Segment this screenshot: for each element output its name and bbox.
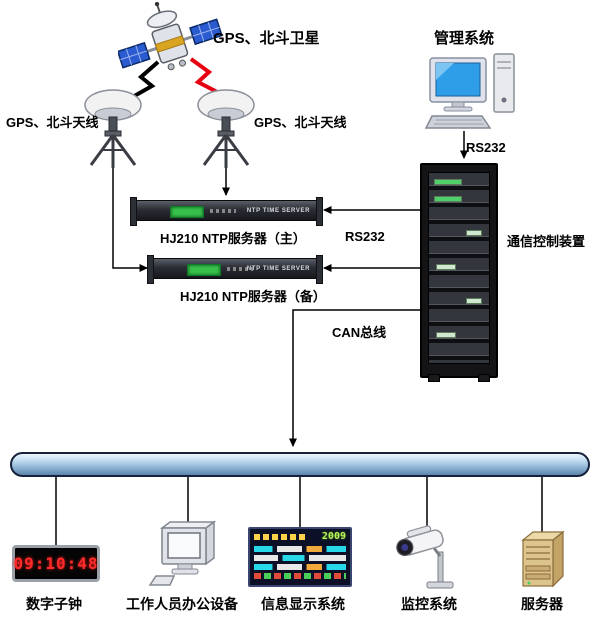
rack-led xyxy=(436,332,456,338)
ntp-buttons xyxy=(227,267,253,271)
antenna-middle-label: GPS、北斗天线 xyxy=(254,115,347,130)
ntp-buttons xyxy=(210,209,236,213)
office-equipment-icon xyxy=(148,520,217,586)
info-display-label: 信息显示系统 xyxy=(261,596,345,612)
line-antenna-ntp-backup xyxy=(112,168,148,272)
ntp-panel-text: NTP TIME SERVER xyxy=(246,266,310,272)
rack-ear xyxy=(316,255,323,284)
signal-bolt-black xyxy=(128,60,160,101)
rack-ear xyxy=(130,197,137,226)
rack-foot xyxy=(478,374,490,382)
monitoring-system-label: 监控系统 xyxy=(401,596,457,612)
info-display-row xyxy=(254,546,346,552)
digital-clock-icon: 09:10:48 xyxy=(12,545,100,582)
can-bus-label: CAN总线 xyxy=(332,325,387,340)
satellite-label: GPS、北斗卫星 xyxy=(213,30,320,47)
ntp-backup-label: HJ210 NTP服务器（备） xyxy=(180,289,326,304)
clock-time: 09:10:48 xyxy=(13,554,99,573)
ntp-lcd-display xyxy=(187,264,221,276)
signal-bolt-red xyxy=(189,57,222,96)
rs232-top-label: RS232 xyxy=(466,140,506,155)
line-rack-canbus xyxy=(289,309,420,447)
can-bus-bar xyxy=(10,452,590,477)
gps-antenna-left-icon xyxy=(84,89,142,168)
cctv-camera-icon xyxy=(396,525,454,589)
ntp-panel-text: NTP TIME SERVER xyxy=(246,208,310,214)
info-display-title-bars xyxy=(254,534,306,540)
info-display-row xyxy=(254,564,346,570)
rack-led xyxy=(436,264,456,270)
rack-foot xyxy=(428,374,440,382)
management-system-label: 管理系统 xyxy=(434,30,495,47)
comm-control-label: 通信控制装置 xyxy=(507,234,586,249)
rack-led xyxy=(434,196,462,202)
rack-ear xyxy=(147,255,154,284)
ntp-lcd-display xyxy=(170,206,204,218)
satellite-icon xyxy=(118,1,222,71)
server-tower-icon xyxy=(521,530,565,588)
office-equipment-label: 工作人员办公设备 xyxy=(126,596,238,612)
gps-antenna-middle-icon xyxy=(197,89,255,168)
ntp-main-label: HJ210 NTP服务器（主） xyxy=(160,231,306,246)
ntp-server-backup: NTP TIME SERVER xyxy=(147,255,323,284)
antenna-left-label: GPS、北斗天线 xyxy=(6,115,99,130)
digital-clock-label: 数字子钟 xyxy=(26,596,82,612)
rack-ear xyxy=(316,197,323,226)
info-display-row xyxy=(254,555,346,561)
info-display-header: 2009 xyxy=(253,531,347,543)
server-label: 服务器 xyxy=(521,596,563,612)
rs232-link-label: RS232 xyxy=(345,229,385,244)
info-display-icon: 2009 xyxy=(248,527,352,587)
rack-led xyxy=(466,230,482,236)
comm-control-rack-icon xyxy=(420,163,498,382)
rack-led xyxy=(466,298,482,304)
management-computer-icon xyxy=(424,53,515,129)
ntp-server-main: NTP TIME SERVER xyxy=(130,197,323,226)
rack-led xyxy=(434,179,462,185)
info-display-time: 2009 xyxy=(321,531,346,542)
info-display-row xyxy=(254,573,346,579)
